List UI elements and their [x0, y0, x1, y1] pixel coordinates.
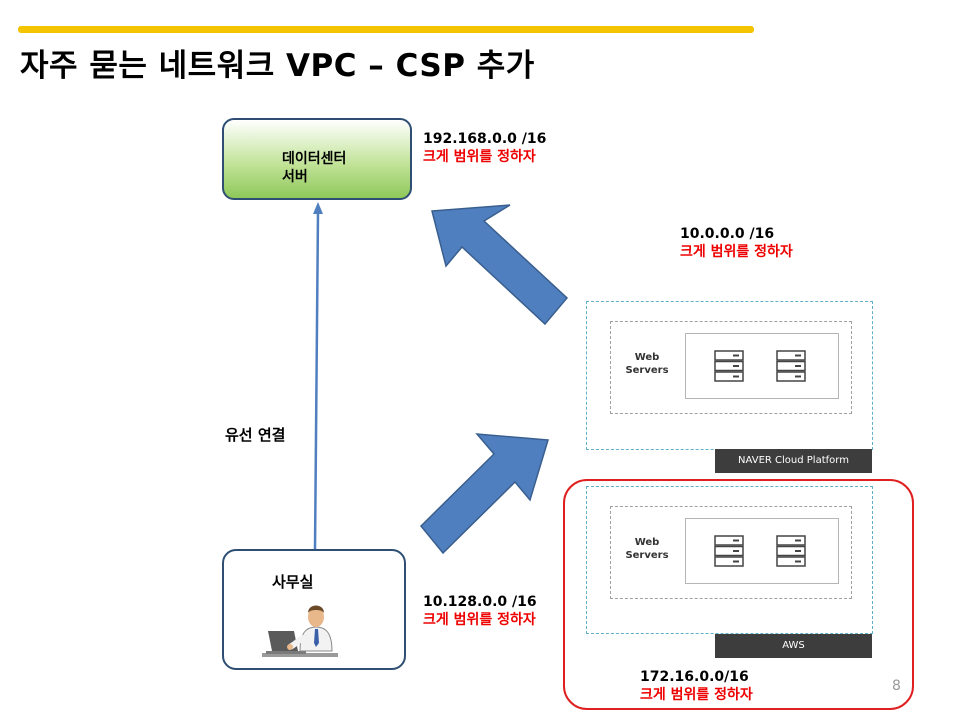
aws-highlight-ring	[563, 479, 914, 710]
page-number: 8	[892, 678, 901, 694]
wired-connection-label: 유선 연결	[225, 426, 286, 444]
aws-platform-label: AWS	[715, 634, 872, 658]
wired-connection-line	[313, 211, 320, 550]
server-icon[interactable]	[776, 350, 806, 382]
arrow-naver-to-datacenter-body	[431, 204, 569, 326]
aws-server-group	[685, 518, 839, 584]
title-accent-bar	[18, 26, 754, 33]
server-icon[interactable]	[714, 350, 744, 382]
arrow-office-to-naver	[419, 433, 549, 555]
naver-server-group	[685, 333, 839, 399]
cidr-aws: 172.16.0.0/16 크게 범위를 정하자	[640, 668, 753, 704]
datacenter-server-box[interactable]: 데이터센터 서버	[222, 118, 412, 200]
naver-subnet: Web Servers	[610, 321, 852, 414]
office-box[interactable]: 사무실	[222, 549, 406, 670]
cidr-aws-note: 크게 범위를 정하자	[640, 687, 753, 703]
wired-connection-arrowhead	[313, 202, 323, 214]
server-icon[interactable]	[714, 535, 744, 567]
cidr-datacenter-range: 192.168.0.0 /16	[423, 131, 547, 147]
naver-cloud-platform-label: NAVER Cloud Platform	[715, 449, 872, 473]
cidr-naver-range: 10.0.0.0 /16	[680, 226, 775, 242]
server-icon[interactable]	[776, 535, 806, 567]
aws-cloud-region: Web Servers	[586, 486, 873, 634]
cidr-naver-note: 크게 범위를 정하자	[680, 244, 793, 260]
page-title: 자주 묻는 네트워크 VPC – CSP 추가	[20, 48, 535, 84]
aws-web-servers-label: Web Servers	[625, 537, 669, 561]
cidr-aws-range: 172.16.0.0/16	[640, 669, 749, 685]
office-worker-icon	[262, 605, 338, 657]
cidr-datacenter-note: 크게 범위를 정하자	[423, 149, 536, 165]
aws-subnet: Web Servers	[610, 506, 852, 599]
naver-cloud-region: Web Servers	[586, 301, 873, 450]
cidr-datacenter: 192.168.0.0 /16 크게 범위를 정하자	[423, 130, 546, 166]
cidr-office-range: 10.128.0.0 /16	[423, 594, 537, 610]
office-label: 사무실	[272, 573, 314, 591]
datacenter-label: 데이터센터 서버	[282, 151, 347, 185]
naver-web-servers-label: Web Servers	[625, 352, 669, 376]
cidr-naver: 10.0.0.0 /16 크게 범위를 정하자	[680, 225, 793, 261]
cidr-office-note: 크게 범위를 정하자	[423, 612, 536, 628]
cidr-office: 10.128.0.0 /16 크게 범위를 정하자	[423, 593, 537, 629]
